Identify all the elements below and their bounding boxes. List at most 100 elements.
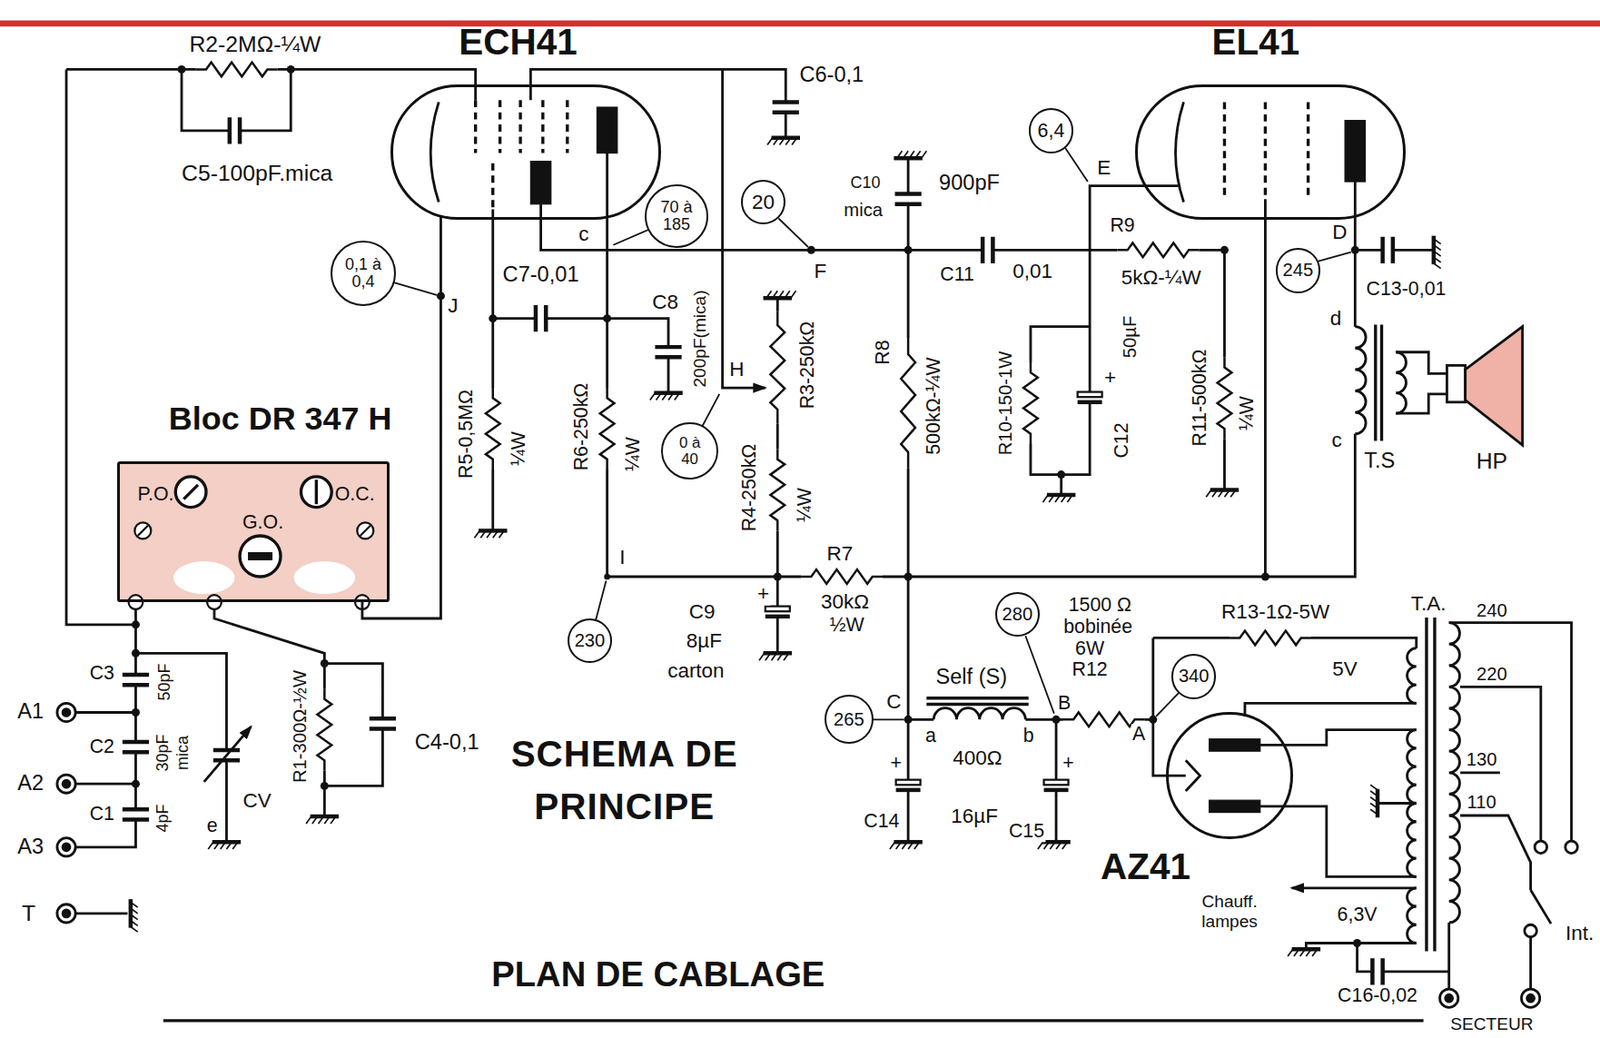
- junction-dot: [488, 314, 497, 323]
- block-name: Bloc DR 347 H: [168, 401, 393, 438]
- tube-electrode: [1175, 101, 1185, 202]
- component-label: R7: [825, 543, 854, 566]
- component-label: Self (S): [934, 665, 1008, 690]
- block-face: [315, 479, 318, 504]
- component-label: SECTEUR: [1449, 1015, 1534, 1035]
- capacitor-symbol: [1372, 958, 1383, 985]
- block-face: [239, 535, 281, 577]
- capacitor-symbol: [1077, 392, 1103, 403]
- component-label: HP: [1475, 448, 1509, 474]
- part-value-label: ¼W: [508, 430, 530, 467]
- component-label: mica: [842, 199, 884, 220]
- component-label: 5kΩ-¼W: [1120, 266, 1203, 289]
- tube-electrode: [596, 107, 617, 154]
- component-label: T.S: [1362, 449, 1396, 474]
- resistor-symbol: [1116, 242, 1199, 257]
- block-face: [175, 476, 207, 508]
- component-label: A2: [16, 771, 45, 796]
- tube-electrode: [430, 99, 1365, 812]
- wire: [1395, 352, 1447, 414]
- component-label: 130: [1465, 749, 1499, 770]
- ground-symbol: [759, 652, 792, 661]
- capacitor-symbol: [654, 346, 682, 357]
- component-label: c: [577, 223, 590, 247]
- component-label: b: [1022, 726, 1036, 748]
- block-face: [300, 476, 332, 508]
- junction-dot: [1220, 246, 1229, 255]
- component-label: R9: [1108, 216, 1136, 238]
- coil-winding: [1354, 326, 1366, 435]
- part-value-label: mica: [174, 734, 193, 771]
- ground-symbol: [306, 816, 339, 824]
- wire: [1224, 181, 1355, 577]
- part-value-label: 4pF: [154, 803, 173, 834]
- component-label: J: [446, 295, 459, 318]
- component-label: T: [20, 900, 37, 926]
- wire: [75, 609, 227, 848]
- capacitor-symbol: [1044, 780, 1069, 791]
- terminal-symbol: [1534, 840, 1547, 853]
- resistor-symbol: [1217, 356, 1233, 439]
- component-label: C8: [651, 290, 680, 314]
- junction-dot: [904, 715, 913, 724]
- wire: [907, 158, 910, 842]
- block-face: [207, 594, 222, 610]
- junction-dot: [603, 573, 611, 581]
- component-label: 5V: [1331, 658, 1358, 682]
- part-value-label: R10-150-1W: [995, 350, 1016, 457]
- part-value-label: 200pF(mica): [690, 288, 710, 388]
- junction-dot: [131, 649, 140, 658]
- junction-dot: [1261, 572, 1270, 582]
- ground-symbol: [130, 898, 139, 932]
- tube-electrode: [1185, 760, 1201, 791]
- capacitor-symbol: [229, 117, 240, 144]
- component-label: C5-100pF.mica: [180, 160, 334, 186]
- coil-winding: [1395, 352, 1406, 414]
- ground-symbol: [889, 841, 923, 850]
- terminal-symbol: [1445, 994, 1453, 1002]
- junction-dot: [320, 781, 329, 791]
- capacitor-symbol: [772, 101, 800, 112]
- block-face: [360, 525, 371, 536]
- part-value-label: ¼W: [1237, 395, 1259, 432]
- tube-type-label: EL41: [1212, 20, 1301, 61]
- band-label: G.O.: [242, 512, 284, 534]
- tube-type-label: AZ41: [1100, 845, 1191, 886]
- terminal-symbol: [57, 774, 76, 793]
- component-label: R2-2MΩ-¼W: [188, 32, 323, 58]
- part-value-label: ¼W: [622, 435, 644, 473]
- component-label: ½W: [829, 614, 866, 636]
- ground-symbol: [1433, 236, 1442, 269]
- callout-number: 0 à 40: [669, 434, 711, 467]
- tube-electrode: [475, 99, 568, 209]
- component-label: +: [756, 582, 771, 606]
- part-value-label: 500kΩ-¼W: [924, 356, 946, 456]
- resistor-symbol: [1023, 362, 1038, 445]
- part-value-label: R1-300Ω-½W: [289, 669, 310, 784]
- component-label: 6W: [1074, 638, 1106, 660]
- component-label: C1: [88, 803, 116, 825]
- component-label: A1: [16, 700, 45, 724]
- terminal-symbol: [57, 838, 76, 857]
- wire: [607, 153, 1356, 577]
- resistor-symbol: [900, 337, 916, 469]
- voltage-callout: 245: [1275, 247, 1321, 293]
- component-label: 6,3V: [1336, 904, 1379, 926]
- tube-electrode: [530, 161, 551, 205]
- capacitor-symbol: [122, 101, 1393, 985]
- component-label: 30kΩ: [819, 591, 870, 614]
- part-value-label: R3-250kΩ: [797, 320, 819, 411]
- part-value-label: 50pF: [156, 661, 175, 702]
- junction-dot: [131, 65, 1362, 948]
- terminal-symbol: [57, 904, 76, 923]
- callout-number: 245: [1282, 260, 1314, 280]
- arrow-line: [204, 726, 252, 782]
- arrow-line: [204, 69, 1417, 888]
- component-label: A: [1131, 723, 1146, 745]
- wire: [1030, 186, 1179, 496]
- component-label: e: [206, 815, 219, 837]
- header-rule: [0, 19, 1600, 27]
- wire: [214, 609, 383, 817]
- block-face: [173, 561, 235, 594]
